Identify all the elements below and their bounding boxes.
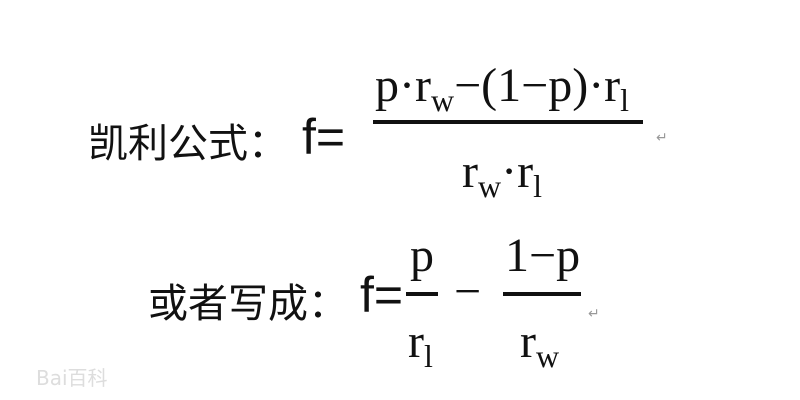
term1-fraction-bar <box>406 292 438 296</box>
num-b: −(1−p)·r <box>454 59 621 112</box>
formula1-fraction-bar <box>373 120 643 124</box>
term2-fraction-bar <box>503 292 581 296</box>
term2-den-sub: w <box>535 338 560 374</box>
formula1-label: 凯利公式： <box>88 121 288 167</box>
term1-den-sub: l <box>423 338 433 374</box>
term2-numerator: 1−p <box>505 229 581 282</box>
term1-numerator: p <box>410 229 434 282</box>
formula1-lhs: f= <box>302 109 346 165</box>
baidu-watermark: Bai百科 <box>36 366 108 390</box>
return-mark-1: ↵ <box>656 130 668 146</box>
formula2-label: 或者写成： <box>148 281 348 327</box>
formula1-numerator: p·rw−(1−p)·rl <box>375 59 629 117</box>
term2-denominator: rw <box>520 315 559 373</box>
den-a: r <box>462 145 478 198</box>
term2-den-r: r <box>520 315 536 368</box>
term1-denominator: rl <box>408 315 433 373</box>
minus-sign: − <box>454 265 482 318</box>
num-a-sub: w <box>430 82 455 118</box>
den-b-sub: l <box>533 168 542 204</box>
return-mark-2: ↵ <box>588 306 600 322</box>
term1-den-r: r <box>408 315 424 368</box>
den-b: ·r <box>501 145 534 198</box>
formula1-denominator: rw·rl <box>462 145 542 203</box>
num-b-sub: l <box>620 82 630 118</box>
num-a: p·r <box>375 59 431 112</box>
formula2-lhs: f= <box>360 267 404 323</box>
den-a-sub: w <box>477 168 502 204</box>
